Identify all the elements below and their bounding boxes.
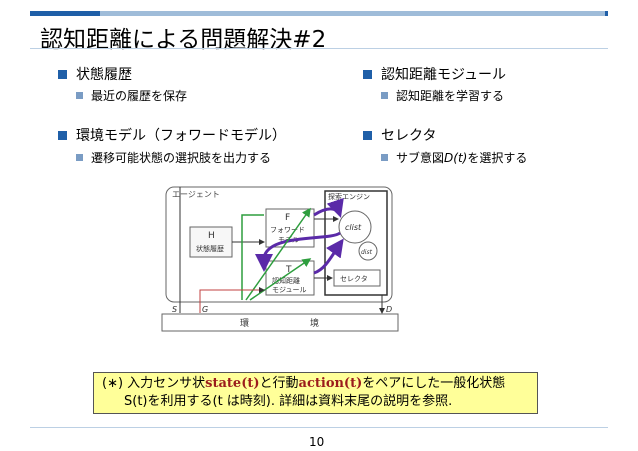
- g-label: G: [202, 305, 208, 314]
- bullet-state-history: 状態履歴: [58, 64, 132, 84]
- agent-architecture-diagram: エージェント 探索エンジン H 状態履歴 F フォワード モデル T 認知距離 …: [161, 186, 399, 332]
- sub-bullet-transition-options: 遷移可能状態の選択肢を出力する: [76, 149, 271, 166]
- page-number: 10: [309, 435, 325, 449]
- environment-label-a: 環: [240, 318, 249, 329]
- footnote-box: (∗) 入力センサ状state(t)と行動action(t)をペアにした一般化状…: [93, 372, 538, 414]
- d-label: D: [386, 305, 392, 314]
- h-box-title: H: [208, 231, 215, 241]
- title-top-rule: [30, 11, 608, 16]
- agent-label: エージェント: [172, 190, 220, 199]
- bullet-selector: セレクタ: [363, 125, 436, 145]
- bullet-square-icon: [363, 130, 372, 140]
- title-underline: [30, 48, 608, 49]
- environment-label-b: 境: [310, 317, 319, 329]
- h-box: [189, 226, 233, 258]
- sub-bullet-learn-distance: 認知距離を学習する: [381, 87, 504, 104]
- bullet-cognitive-distance-module: 認知距離モジュール: [363, 64, 506, 84]
- clist-circle: [338, 210, 372, 244]
- t-box-title: T: [285, 265, 292, 275]
- search-engine-box: [324, 190, 388, 296]
- clist-label: clist: [345, 223, 362, 232]
- selector-box: [333, 269, 381, 287]
- bullet-square-icon: [58, 130, 67, 140]
- footer-rule: [30, 427, 608, 428]
- bullet-square-icon: [76, 154, 83, 161]
- sub-bullet-recent-history: 最近の履歴を保存: [76, 87, 187, 104]
- environment-box: [161, 313, 399, 332]
- footnote-line2: S(t)を利用する(t は時刻). 詳細は資料末尾の説明を参照.: [124, 394, 453, 409]
- search-engine-label: 探索エンジン: [328, 192, 370, 201]
- bullet-square-icon: [363, 69, 372, 79]
- bullet-square-icon: [76, 92, 83, 99]
- bullet-square-icon: [381, 92, 388, 99]
- bullet-square-icon: [381, 154, 388, 161]
- selector-label: セレクタ: [340, 274, 368, 283]
- h-box-text: 状態履歴: [196, 244, 224, 253]
- t-box-text2: モジュール: [272, 286, 307, 294]
- s-label: S: [172, 305, 177, 314]
- f-box-text1: フォワード: [270, 226, 305, 234]
- agent-box: [165, 186, 393, 303]
- t-box-text1: 認知距離: [272, 276, 300, 285]
- f-box-title: F: [285, 213, 290, 223]
- bullet-square-icon: [58, 69, 67, 79]
- dist-label: dist: [361, 249, 373, 256]
- dist-circle: [358, 241, 378, 261]
- bullet-environment-model: 環境モデル（フォワードモデル）: [58, 125, 286, 145]
